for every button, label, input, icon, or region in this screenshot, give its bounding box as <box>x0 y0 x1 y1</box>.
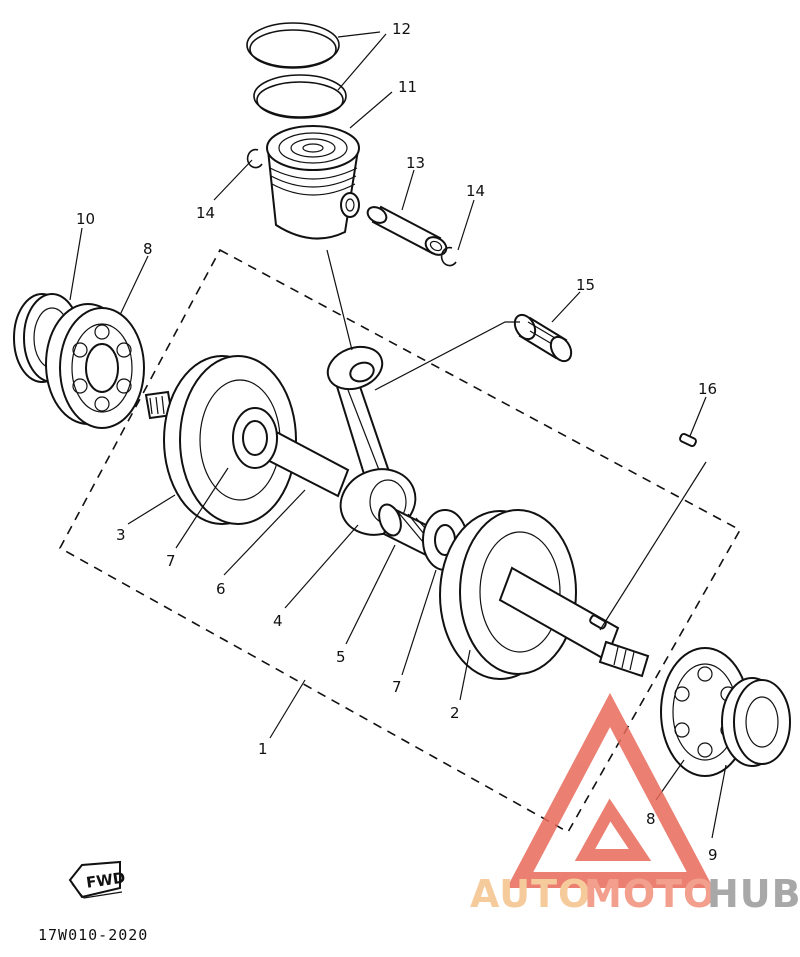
oil-seal-right <box>721 677 791 767</box>
callout-16: 16 <box>698 380 717 398</box>
bearing-left <box>45 303 145 429</box>
leader-lines <box>69 31 727 839</box>
piston-rings <box>246 22 347 119</box>
circlip-right <box>440 246 457 267</box>
small-end-bearing <box>513 313 573 363</box>
callout-7-left: 7 <box>166 552 176 570</box>
watermark-auto: AUTO <box>470 872 591 916</box>
callout-15: 15 <box>576 276 595 294</box>
callout-8-left: 8 <box>143 240 153 258</box>
callout-1: 1 <box>258 740 268 758</box>
watermark-moto: MOTO <box>584 872 716 916</box>
automotohub-watermark: AUTO MOTO HUB <box>470 692 800 916</box>
callout-6: 6 <box>216 580 226 598</box>
callout-8-right: 8 <box>646 810 656 828</box>
crankshaft-assembly-boundary <box>58 248 742 834</box>
fwd-arrow-icon: FWD <box>68 860 126 899</box>
callout-12: 12 <box>392 20 411 38</box>
callout-13: 13 <box>406 154 425 172</box>
callout-4: 4 <box>273 612 283 630</box>
callout-11: 11 <box>398 78 417 96</box>
callout-9: 9 <box>708 846 718 864</box>
fwd-label: FWD <box>85 869 126 892</box>
callout-5: 5 <box>336 648 346 666</box>
crank-right-half <box>439 509 650 680</box>
watermark-hub: HUB <box>707 872 800 916</box>
callout-2: 2 <box>450 704 460 722</box>
connecting-rod <box>326 345 417 536</box>
callout-14-left: 14 <box>196 204 215 222</box>
piston <box>266 125 360 240</box>
woodruff-key <box>679 432 697 448</box>
piston-pin <box>366 205 448 256</box>
callout-3: 3 <box>116 526 126 544</box>
thrust-washer-left <box>232 407 278 469</box>
callout-7-right: 7 <box>392 678 402 696</box>
circlip-left <box>246 148 263 169</box>
callout-10: 10 <box>76 210 95 228</box>
callout-labels: 12 11 13 14 14 10 8 15 16 3 7 6 4 5 7 2 … <box>76 20 718 864</box>
callout-14-right: 14 <box>466 182 485 200</box>
diagram-code: 17W010-2020 <box>38 926 149 944</box>
